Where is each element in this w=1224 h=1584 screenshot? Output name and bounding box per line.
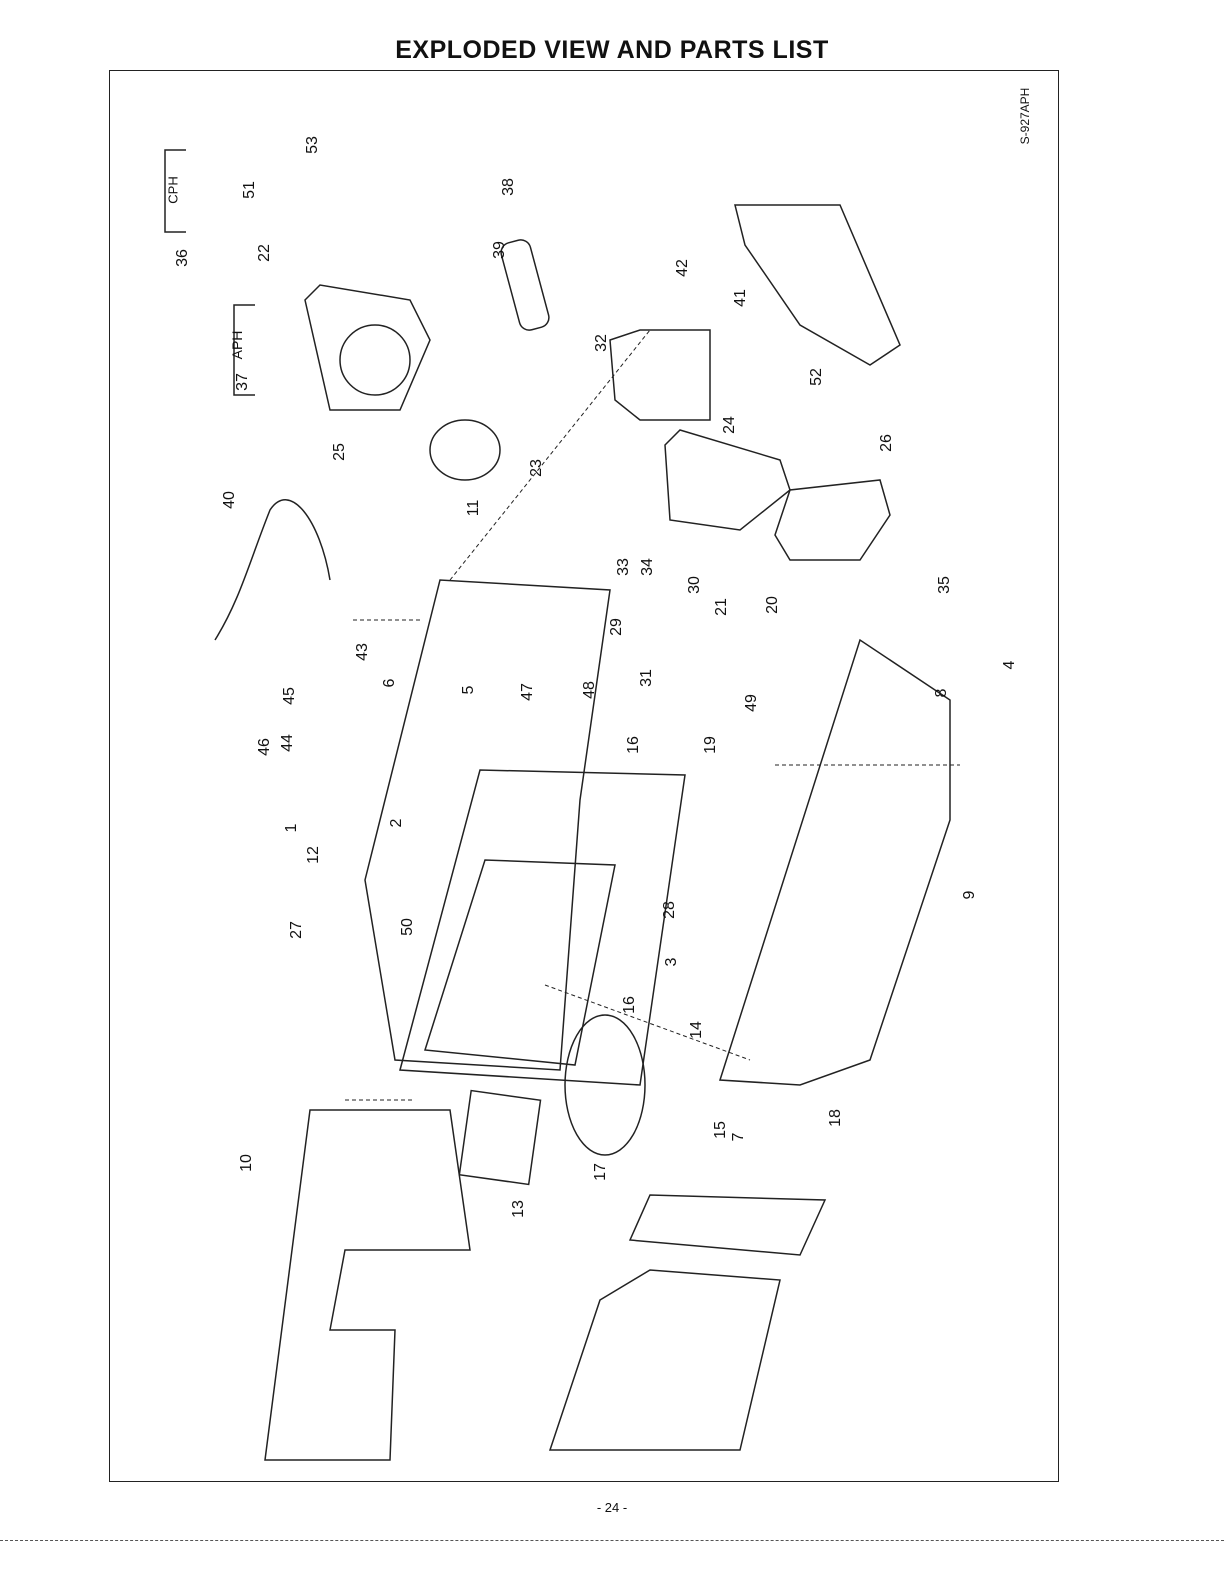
part-label: 16 <box>625 736 642 754</box>
transformer <box>774 479 891 561</box>
part-label: 32 <box>593 334 610 352</box>
power-cord <box>214 499 331 641</box>
outer-case <box>264 1109 471 1461</box>
aph-label: APH <box>229 330 245 360</box>
turntable-ring <box>564 1014 646 1156</box>
part-label: 49 <box>743 694 760 712</box>
part-label: 21 <box>713 598 730 616</box>
part-label: 5 <box>460 685 477 695</box>
part-label: 40 <box>221 491 238 509</box>
part-label: 44 <box>279 734 296 752</box>
fan-blade <box>429 419 501 481</box>
part-label: 15 <box>712 1121 729 1139</box>
part-label: 7 <box>730 1132 747 1142</box>
part-label: 3 <box>663 957 680 967</box>
part-label: 45 <box>281 687 298 705</box>
part-label: 12 <box>305 846 322 864</box>
page-number: - 24 - <box>596 1500 628 1515</box>
door <box>548 1269 781 1451</box>
part-label: 23 <box>528 459 545 477</box>
mica-sheet <box>458 1089 542 1186</box>
fan-duct <box>304 284 431 411</box>
part-label: 19 <box>702 736 719 754</box>
page-title: EXPLODED VIEW AND PARTS LIST <box>395 36 829 64</box>
oven-cavity <box>364 579 611 1071</box>
part-label: 20 <box>764 596 781 614</box>
part-label: 50 <box>399 918 416 936</box>
part-label: 41 <box>732 289 749 307</box>
part-label: 47 <box>519 683 536 701</box>
aph-box <box>233 304 255 396</box>
part-label: 9 <box>961 890 978 900</box>
part-label: 13 <box>510 1200 527 1218</box>
diagram-frame <box>109 70 1059 1482</box>
part-label: 36 <box>174 249 191 267</box>
fan-motor <box>339 324 411 396</box>
part-label: 37 <box>234 373 251 391</box>
part-label: 17 <box>592 1163 609 1181</box>
part-label: 46 <box>256 738 273 756</box>
part-label: 22 <box>256 244 273 262</box>
part-label: 43 <box>354 643 371 661</box>
part-label: 35 <box>936 576 953 594</box>
part-label: 52 <box>808 368 825 386</box>
part-label: 24 <box>721 416 738 434</box>
cover-plate <box>734 204 901 366</box>
part-label: 26 <box>878 434 895 452</box>
page-divider <box>0 1540 1224 1541</box>
part-label: 53 <box>304 136 321 154</box>
part-label: 27 <box>288 921 305 939</box>
part-label: 4 <box>1001 660 1018 670</box>
part-label: 42 <box>674 259 691 277</box>
part-label: 8 <box>933 688 950 698</box>
part-label: 25 <box>331 443 348 461</box>
capacitor <box>500 239 550 331</box>
part-label: 48 <box>581 681 598 699</box>
high-voltage-bracket <box>664 429 791 531</box>
part-label: 51 <box>241 181 258 199</box>
part-label: 18 <box>827 1109 844 1127</box>
part-label: 6 <box>381 678 398 688</box>
part-label: 11 <box>465 499 482 517</box>
control-panel <box>628 1194 827 1256</box>
part-label: 34 <box>639 558 656 576</box>
cph-box <box>164 149 186 233</box>
part-label: 14 <box>688 1021 705 1039</box>
front-plate <box>399 769 686 1086</box>
front-window <box>424 859 616 1066</box>
part-label: 29 <box>608 618 625 636</box>
part-label: 31 <box>638 669 655 687</box>
part-label: 16 <box>621 996 638 1014</box>
part-label: 39 <box>491 241 508 259</box>
part-label: 10 <box>238 1154 255 1172</box>
part-label: 28 <box>661 901 678 919</box>
part-label: 38 <box>500 178 517 196</box>
part-label: 30 <box>686 576 703 594</box>
magnetron <box>609 329 711 421</box>
cph-label: CPH <box>165 176 181 204</box>
part-label: 33 <box>615 558 632 576</box>
base-plate <box>718 638 951 1086</box>
part-label: 1 <box>283 823 300 833</box>
part-label: 2 <box>388 818 405 828</box>
